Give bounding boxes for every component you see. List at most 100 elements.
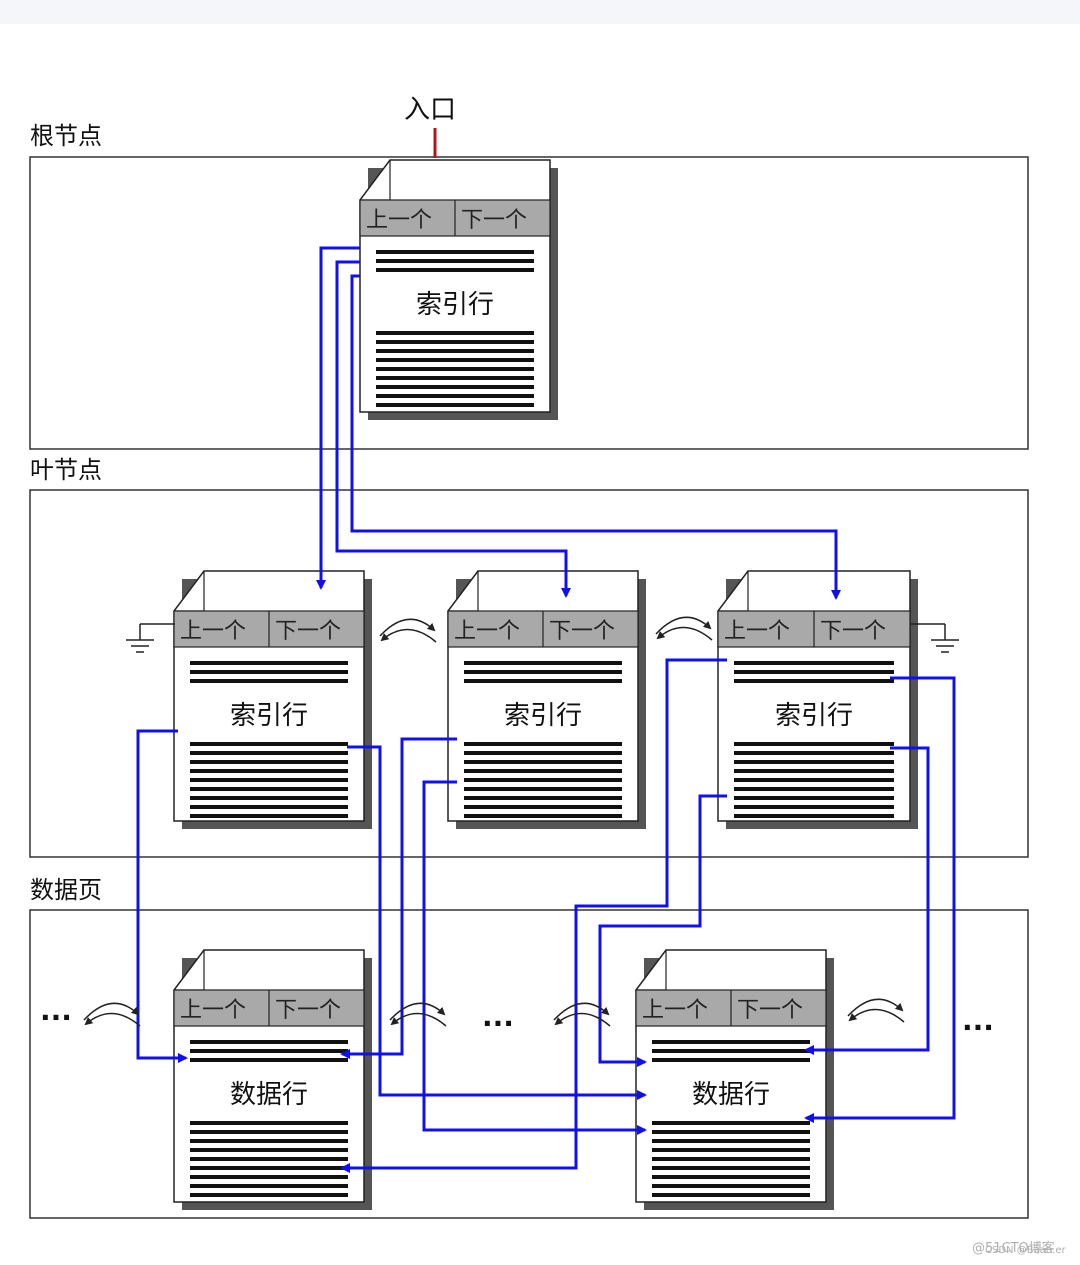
leaf-page-2-row-line	[464, 769, 622, 773]
leaf-section-box	[29, 489, 1029, 858]
leaf-page-1-prev-label: 上一个	[180, 619, 246, 644]
data-page-1-row-line	[190, 1148, 348, 1152]
leaf-page-3: 上一个下一个索引行	[717, 570, 918, 829]
data-page-2-row-line	[652, 1121, 810, 1125]
root-to-leaf3-arrow	[350, 274, 841, 600]
data-page-1-row-line	[190, 1040, 348, 1044]
leaf-page-2-row-line	[464, 805, 622, 809]
leaf3-to-data2-arrow-a	[598, 794, 727, 1067]
leaf-page-1-row-line	[190, 778, 348, 782]
leaf-page-2-center-label: 索引行	[504, 701, 582, 731]
leaf-page-2-row-line	[464, 670, 622, 674]
root-page-row-line	[376, 259, 534, 263]
data-page-2-row-line	[652, 1139, 810, 1143]
leaf-page-3-row-line	[734, 796, 894, 800]
root-page-row-line	[376, 268, 534, 272]
root-page-row-line	[376, 367, 534, 371]
data-page-1-next-label: 下一个	[275, 998, 341, 1023]
data-page-2-body	[635, 949, 827, 1203]
data-page-2-prev-label: 上一个	[642, 998, 708, 1023]
leaf-page-3-center-label: 索引行	[775, 701, 853, 731]
leaf-page-2: 上一个下一个索引行	[447, 570, 646, 829]
ground-icon-right	[910, 623, 959, 653]
data-page-2-row-line	[652, 1130, 810, 1134]
leaf-page-1-row-line	[190, 760, 348, 764]
data-section-label: 数据页	[30, 876, 102, 904]
root-section-label: 根节点	[30, 122, 102, 150]
leaf-page-1-row-line	[190, 769, 348, 773]
leaf2-to-data1-arrow	[340, 737, 457, 1059]
leaf-page-3-row-line	[734, 805, 894, 809]
leaf-page-1-next-label: 下一个	[275, 619, 341, 644]
leaf2-to-data2-arrow	[422, 780, 647, 1135]
sibling-link-data-1-mid	[389, 1002, 447, 1027]
data-page-1-row-line	[190, 1139, 348, 1143]
ground-icon-left	[126, 623, 175, 653]
leaf-page-3-row-line	[734, 670, 894, 674]
leaf1-to-data2-arrow	[347, 745, 647, 1100]
leaf-page-1-row-line	[190, 787, 348, 791]
leaf3-to-data2-arrow-c	[804, 676, 956, 1123]
leaf-page-2-body	[447, 570, 639, 822]
root-to-leaf1-arrow	[316, 246, 360, 590]
arrows-layer	[136, 246, 956, 1173]
leaf-page-1-row-line	[190, 751, 348, 755]
data-page-2-row-line	[652, 1049, 810, 1053]
leaf-section-label: 叶节点	[30, 456, 102, 484]
data-section-box	[29, 909, 1029, 1219]
root-page-row-line	[376, 358, 534, 362]
root-page-row-line	[376, 250, 534, 254]
leaf-page-1-body	[173, 570, 365, 822]
root-page-row-line	[376, 385, 534, 389]
data-page-2: 上一个下一个数据行	[635, 949, 834, 1210]
root-page-center-label: 索引行	[416, 290, 494, 320]
data-page-1-body	[173, 949, 365, 1203]
sibling-link-leaf-2-3	[655, 616, 713, 641]
data-page-1-center-label: 数据行	[230, 1080, 308, 1110]
leaf-page-3-row-line	[734, 814, 894, 818]
data-page-2-row-line	[652, 1157, 810, 1161]
leaf-page-2-row-line	[464, 661, 622, 665]
data-page-2-row-line	[652, 1193, 810, 1197]
leaf-page-3-row-line	[734, 778, 894, 782]
leaf-page-1-row-line	[190, 805, 348, 809]
root-page-prev-label: 上一个	[366, 208, 432, 233]
data-page-1-prev-label: 上一个	[180, 998, 246, 1023]
leaf3-to-data2-arrow-b	[804, 746, 930, 1055]
leaf-page-2-row-line	[464, 787, 622, 791]
data-page-1-row-line	[190, 1157, 348, 1161]
leaf-page-1-row-line	[190, 661, 348, 665]
leaf-page-3-row-line	[734, 679, 894, 683]
root-page-row-line	[376, 349, 534, 353]
leaf-page-1-row-line	[190, 742, 348, 746]
watermark-sub: CSDN @Baan.er	[985, 1245, 1066, 1256]
data-page-1-row-line	[190, 1049, 348, 1053]
data-page-2-row-line	[652, 1184, 810, 1188]
data-page-1-row-line	[190, 1184, 348, 1188]
root-page-row-line	[376, 394, 534, 398]
data-page-2-row-line	[652, 1175, 810, 1179]
root-page-row-line	[376, 376, 534, 380]
leaf-page-3-next-label: 下一个	[820, 619, 886, 644]
data-page-1-row-line	[190, 1121, 348, 1125]
leaf-page-3-row-line	[734, 760, 894, 764]
root-page-row-line	[376, 403, 534, 407]
data-page-1-row-line	[190, 1130, 348, 1134]
root-page-body	[359, 159, 551, 413]
sibling-link-data-right	[847, 998, 905, 1023]
root-page-row-line	[376, 331, 534, 335]
data-page-2-row-line	[652, 1148, 810, 1152]
leaf-page-2-row-line	[464, 751, 622, 755]
leaf-page-2-row-line	[464, 760, 622, 764]
top-bar	[0, 0, 1080, 24]
data-page-1-row-line	[190, 1166, 348, 1170]
pages-layer: 上一个下一个索引行上一个下一个索引行上一个下一个索引行上一个下一个索引行上一个下…	[173, 159, 918, 1210]
leaf-page-3-row-line	[734, 787, 894, 791]
leaf-page-1-center-label: 索引行	[230, 701, 308, 731]
leaf-page-3-body	[717, 570, 911, 822]
leaf-page-2-prev-label: 上一个	[454, 619, 520, 644]
sibling-link-leaf-1-2	[379, 618, 437, 643]
root-section-box	[29, 156, 1029, 450]
